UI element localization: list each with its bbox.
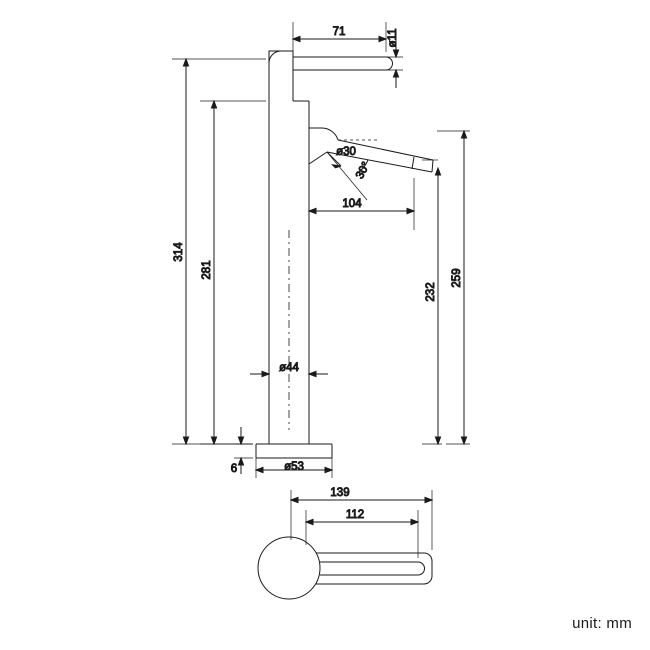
dim-spout-reach: 104	[307, 178, 416, 230]
dim-text-d53: ø53	[284, 461, 304, 473]
dim-body-height: 281	[200, 99, 266, 446]
dim-text-281: 281	[201, 260, 213, 279]
faucet-elevation-outline	[255, 50, 434, 459]
dim-handle-top-height: 259	[437, 129, 470, 446]
dim-text-6: 6	[231, 463, 237, 475]
unit-note: unit: mm	[572, 615, 632, 632]
dim-text-d44: ø44	[279, 362, 299, 374]
faucet-plan-view	[257, 536, 433, 600]
dim-text-259: 259	[451, 268, 463, 287]
dim-spout-length-top: 71	[291, 22, 388, 52]
dim-base-height: 6	[230, 427, 253, 476]
dim-text-71: 71	[333, 26, 346, 38]
dim-handle-diameter: ø30	[326, 146, 356, 169]
dim-plan-overall: 139	[289, 487, 434, 550]
dim-total-height: 314	[172, 57, 266, 446]
dim-text-232: 232	[425, 282, 437, 301]
dim-text-104: 104	[342, 198, 362, 210]
dim-text-d30: ø30	[336, 146, 356, 158]
dim-plan-inner: 112	[304, 509, 420, 558]
dim-text-30deg: 30°	[354, 160, 373, 181]
dim-base-diameter: ø53	[254, 458, 334, 478]
dim-body-diameter: ø44	[250, 362, 328, 378]
dim-spout-height: 232	[422, 159, 442, 446]
dim-spout-diameter: ø11	[386, 28, 403, 88]
dim-text-139: 139	[330, 487, 349, 499]
dim-text-314: 314	[173, 242, 185, 262]
dim-text-d11: ø11	[387, 29, 399, 48]
dim-text-112: 112	[346, 509, 364, 521]
